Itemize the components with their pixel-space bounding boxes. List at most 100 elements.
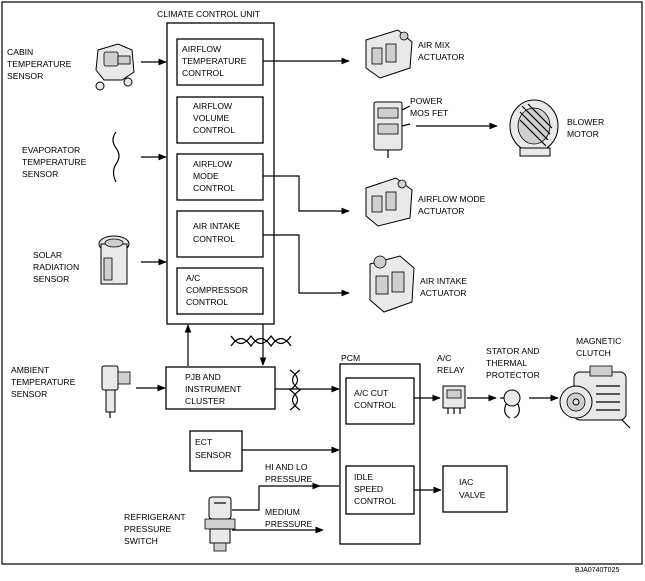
blower-motor-label: BLOWER MOTOR bbox=[567, 117, 604, 139]
svg-text:ACTUATOR: ACTUATOR bbox=[420, 288, 466, 298]
svg-text:SENSOR: SENSOR bbox=[33, 274, 69, 284]
ambient-temperature-sensor-label: AMBIENT TEMPERATURE SENSOR bbox=[11, 365, 76, 399]
svg-text:INSTRUMENT: INSTRUMENT bbox=[185, 384, 242, 394]
power-mos-fet-label: POWER MOS FET bbox=[410, 96, 449, 118]
svg-text:CONTROL: CONTROL bbox=[354, 400, 396, 410]
medium-pressure-label: MEDIUM PRESSURE bbox=[265, 507, 313, 529]
svg-text:PRESSURE: PRESSURE bbox=[265, 519, 313, 529]
svg-text:VOLUME: VOLUME bbox=[193, 113, 230, 123]
ac-relay-icon bbox=[442, 385, 466, 414]
airflow-mode-output-line bbox=[263, 175, 350, 215]
svg-text:BLOWER: BLOWER bbox=[567, 117, 604, 127]
svg-text:MODE: MODE bbox=[193, 171, 219, 181]
svg-text:EVAPORATOR: EVAPORATOR bbox=[22, 145, 80, 155]
svg-text:CONTROL: CONTROL bbox=[186, 297, 228, 307]
svg-text:POWER: POWER bbox=[410, 96, 442, 106]
ac-relay-label: A/C RELAY bbox=[437, 353, 465, 375]
svg-text:AMBIENT: AMBIENT bbox=[11, 365, 50, 375]
svg-text:TEMPERATURE: TEMPERATURE bbox=[11, 377, 76, 387]
svg-text:SWITCH: SWITCH bbox=[124, 536, 158, 546]
magnetic-clutch-label: MAGNETIC CLUTCH bbox=[576, 336, 621, 358]
solar-radiation-sensor-icon bbox=[98, 235, 130, 285]
ambient-temperature-sensor-icon bbox=[101, 365, 131, 418]
pcm-ac-cut-control: A/C CUT CONTROL bbox=[345, 377, 415, 425]
svg-text:HI AND LO: HI AND LO bbox=[265, 462, 308, 472]
air-intake-actuator-icon bbox=[369, 255, 415, 313]
blower-motor-icon bbox=[509, 99, 559, 157]
solar-radiation-sensor-label: SOLAR RADIATION SENSOR bbox=[33, 250, 79, 284]
svg-text:IDLE: IDLE bbox=[354, 472, 373, 482]
svg-text:SENSOR: SENSOR bbox=[22, 169, 58, 179]
air-intake-actuator-label: AIR INTAKE ACTUATOR bbox=[420, 276, 467, 298]
svg-text:VALVE: VALVE bbox=[459, 490, 486, 500]
svg-text:A/C: A/C bbox=[437, 353, 451, 363]
svg-text:AIR MIX: AIR MIX bbox=[418, 40, 450, 50]
svg-text:THERMAL: THERMAL bbox=[486, 358, 527, 368]
svg-text:SPEED: SPEED bbox=[354, 484, 383, 494]
svg-text:SENSOR: SENSOR bbox=[11, 389, 47, 399]
pjb-instrument-cluster-block: PJB AND INSTRUMENT CLUSTER bbox=[165, 366, 276, 410]
air-mix-actuator-label: AIR MIX ACTUATOR bbox=[418, 40, 464, 62]
svg-text:A/C CUT: A/C CUT bbox=[354, 388, 389, 398]
air-mix-actuator-icon bbox=[365, 29, 413, 79]
refrigerant-pressure-switch-label: REFRIGERANT PRESSURE SWITCH bbox=[124, 512, 186, 546]
airflow-mode-actuator-icon bbox=[365, 177, 413, 227]
svg-text:CLUTCH: CLUTCH bbox=[576, 348, 611, 358]
svg-text:CONTROL: CONTROL bbox=[193, 234, 235, 244]
ccu-block-airflow-mode: AIRFLOW MODE CONTROL bbox=[176, 153, 264, 201]
svg-text:MOTOR: MOTOR bbox=[567, 129, 599, 139]
can-bus-twisted-pair-pcm bbox=[288, 369, 302, 411]
air-intake-output-line bbox=[263, 234, 350, 297]
svg-text:PJB AND: PJB AND bbox=[185, 372, 221, 382]
svg-text:AIRFLOW: AIRFLOW bbox=[193, 159, 233, 169]
evaporator-temperature-sensor-label: EVAPORATOR TEMPERATURE SENSOR bbox=[22, 145, 87, 179]
cabin-temperature-sensor-label: CABIN TEMPERATURE SENSOR bbox=[7, 47, 72, 81]
svg-text:MOS FET: MOS FET bbox=[410, 108, 449, 118]
svg-text:CABIN: CABIN bbox=[7, 47, 33, 57]
pcm-label: PCM bbox=[341, 353, 360, 363]
svg-text:REFRIGERANT: REFRIGERANT bbox=[124, 512, 186, 522]
svg-text:IAC: IAC bbox=[459, 477, 473, 487]
power-mos-fet-icon bbox=[373, 101, 411, 158]
svg-text:PRESSURE: PRESSURE bbox=[124, 524, 172, 534]
airflow-mode-actuator-label: AIRFLOW MODE ACTUATOR bbox=[418, 194, 486, 216]
svg-text:PRESSURE: PRESSURE bbox=[265, 474, 313, 484]
svg-text:AIR INTAKE: AIR INTAKE bbox=[193, 221, 240, 231]
svg-text:CONTROL: CONTROL bbox=[354, 496, 396, 506]
stator-thermal-protector-label: STATOR AND THERMAL PROTECTOR bbox=[486, 346, 540, 380]
svg-text:AIRFLOW: AIRFLOW bbox=[182, 44, 222, 54]
svg-text:SENSOR: SENSOR bbox=[195, 450, 231, 460]
hi-lo-pressure-label: HI AND LO PRESSURE bbox=[265, 462, 313, 484]
ect-sensor-block: ECT SENSOR bbox=[189, 430, 243, 472]
svg-text:SOLAR: SOLAR bbox=[33, 250, 62, 260]
stator-thermal-protector-icon bbox=[500, 389, 521, 419]
ccu-title: CLIMATE CONTROL UNIT bbox=[157, 9, 261, 19]
svg-text:A/C: A/C bbox=[186, 273, 200, 283]
svg-text:RELAY: RELAY bbox=[437, 365, 465, 375]
svg-text:AIRFLOW: AIRFLOW bbox=[193, 101, 233, 111]
svg-text:TEMPERATURE: TEMPERATURE bbox=[182, 56, 247, 66]
svg-text:RADIATION: RADIATION bbox=[33, 262, 79, 272]
ccu-block-airflow-temperature: AIRFLOW TEMPERATURE CONTROL bbox=[176, 38, 264, 86]
pcm-idle-speed-control: IDLE SPEED CONTROL bbox=[345, 465, 415, 515]
svg-text:CLUSTER: CLUSTER bbox=[185, 396, 225, 406]
svg-text:CONTROL: CONTROL bbox=[193, 125, 235, 135]
svg-text:ACTUATOR: ACTUATOR bbox=[418, 206, 464, 216]
ccu-block-airflow-volume: AIRFLOW VOLUME CONTROL bbox=[176, 96, 264, 144]
svg-text:COMPRESSOR: COMPRESSOR bbox=[186, 285, 248, 295]
svg-text:MEDIUM: MEDIUM bbox=[265, 507, 300, 517]
cabin-temperature-sensor-icon bbox=[95, 43, 135, 91]
svg-text:CONTROL: CONTROL bbox=[193, 183, 235, 193]
svg-text:MAGNETIC: MAGNETIC bbox=[576, 336, 621, 346]
hi-lo-pressure-line bbox=[232, 482, 321, 511]
iac-valve-block: IAC VALVE bbox=[442, 465, 508, 513]
svg-text:TEMPERATURE: TEMPERATURE bbox=[7, 59, 72, 69]
svg-text:PROTECTOR: PROTECTOR bbox=[486, 370, 540, 380]
refrigerant-pressure-switch-icon bbox=[204, 496, 236, 552]
ccu-block-ac-compressor: A/C COMPRESSOR CONTROL bbox=[176, 267, 264, 315]
svg-text:AIRFLOW MODE: AIRFLOW MODE bbox=[418, 194, 486, 204]
svg-text:ACTUATOR: ACTUATOR bbox=[418, 52, 464, 62]
svg-text:ECT: ECT bbox=[195, 437, 213, 447]
svg-text:AIR INTAKE: AIR INTAKE bbox=[420, 276, 467, 286]
